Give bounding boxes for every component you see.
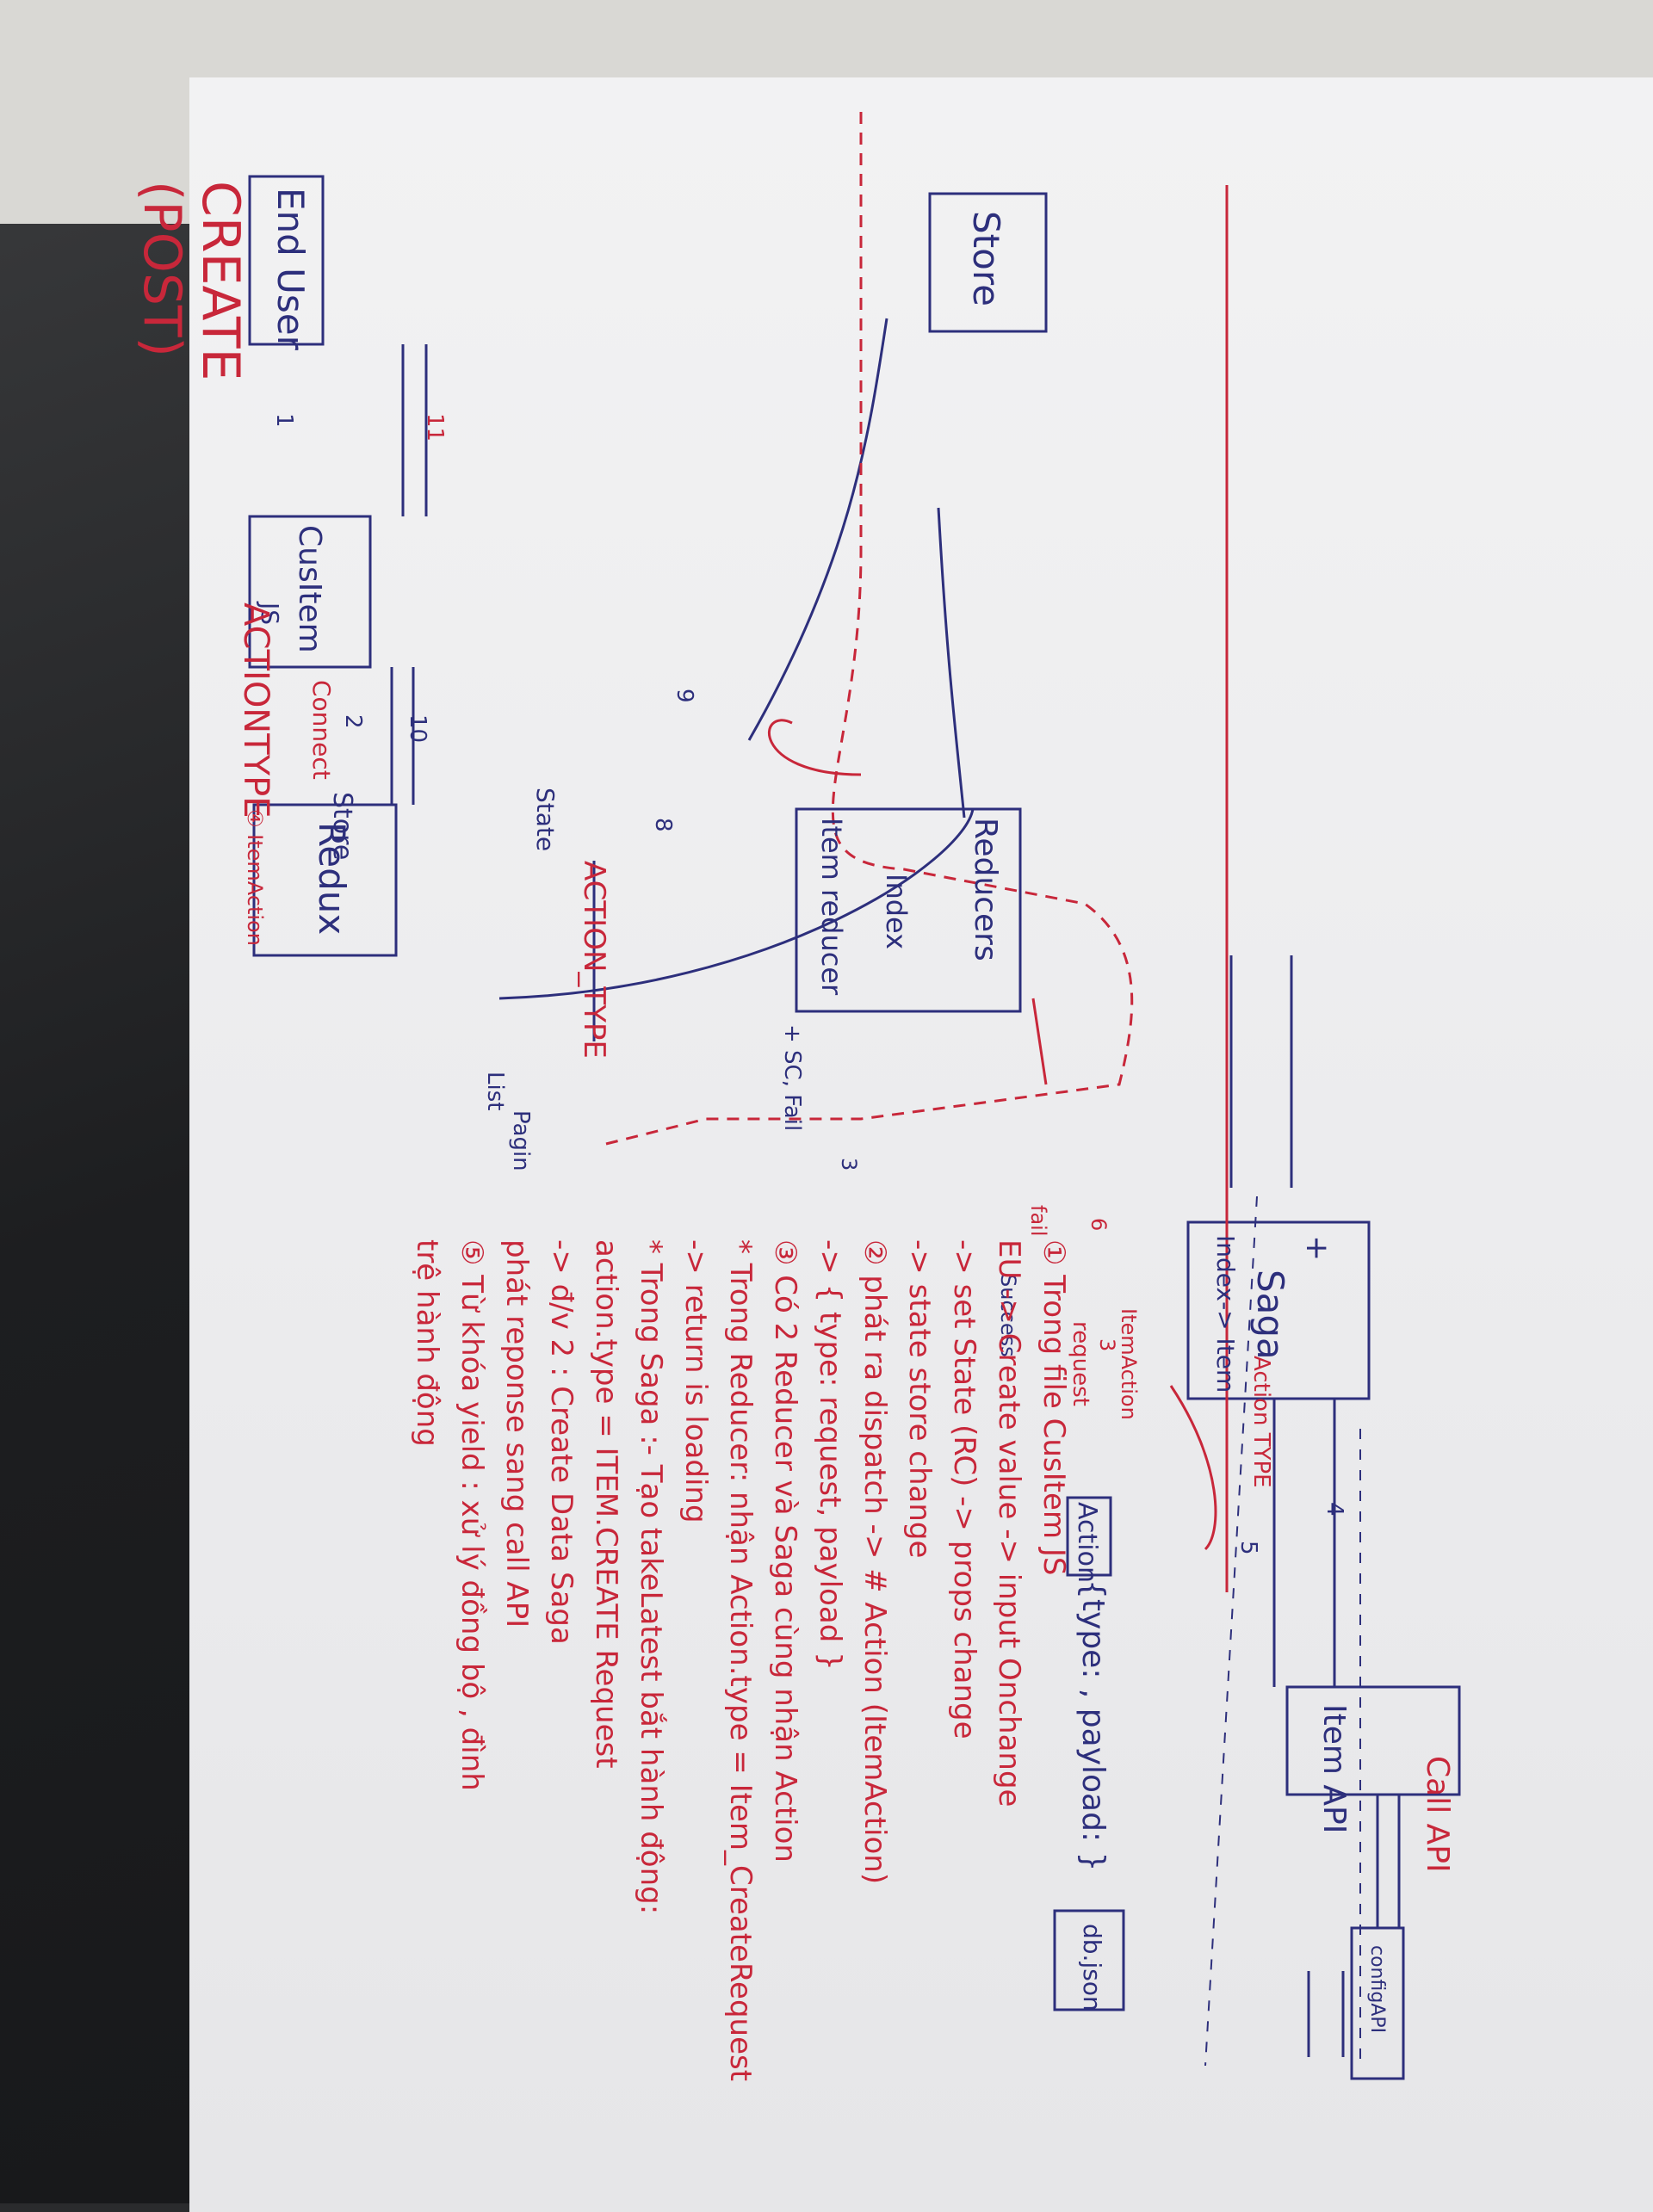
- redux-box: [252, 803, 398, 957]
- saga-sub-label: Index-> Item: [1211, 1235, 1240, 1393]
- call-api-label: Call API: [1420, 1756, 1455, 1873]
- saga-plus: +: [1299, 1235, 1334, 1262]
- num-6: 6: [1087, 1218, 1111, 1232]
- num-9: 9: [672, 689, 697, 703]
- note-line: ⑤ Từ khóa yield : xử lý đồng bộ , đình: [455, 1239, 489, 1791]
- note-line: trệ hành động: [410, 1239, 444, 1447]
- action-type-top: ACTIONTYPE: [236, 602, 276, 819]
- sc-fail-label: + SC, Fail: [779, 1024, 805, 1132]
- reducers-item: Item reducer: [815, 818, 848, 996]
- explanation-notes: ① Trong file CusItem JS EU -> Create val…: [405, 1239, 1076, 2081]
- list-label: List: [482, 1072, 508, 1111]
- note-line: phát reponse sang call API: [499, 1239, 534, 1628]
- item-action-label: ④ ItemAction: [243, 809, 267, 946]
- title-line-2: (POST): [132, 181, 192, 357]
- num-2: 2: [340, 714, 366, 729]
- item-action-label-2: ItemAction: [1117, 1308, 1141, 1420]
- connect-label: Connect: [307, 680, 336, 780]
- note-line: -> state store change: [902, 1239, 937, 1559]
- configapi-label: configAPI: [1366, 1945, 1388, 2034]
- note-line: action.type = ITEM.CREATE Request: [589, 1239, 623, 1769]
- store-label: Store: [965, 211, 1007, 307]
- num-3b: 3: [1095, 1338, 1119, 1352]
- dbjson-label: db.json: [1078, 1924, 1106, 2011]
- note-line: * Trong Saga :- Tạo takeLatest bắt hành …: [634, 1239, 668, 1915]
- note-line: ① Trong file CusItem JS: [1037, 1239, 1071, 1576]
- note-line: * Trong Reducer: nhận Action.type = Item…: [723, 1239, 758, 2082]
- saga-box: [1186, 1220, 1371, 1400]
- fail-label: fail: [1026, 1205, 1050, 1237]
- action-box: [1066, 1496, 1112, 1577]
- num-8: 8: [650, 818, 676, 832]
- reducers-title: Reducers: [968, 818, 1003, 961]
- pagin-label: Pagin: [508, 1110, 534, 1171]
- saga-label: Saga: [1249, 1270, 1291, 1360]
- num-1: 1: [271, 413, 297, 428]
- title-line-1: CREATE: [190, 181, 251, 381]
- num-11: 11: [422, 413, 448, 442]
- reducers-box: [795, 807, 1022, 1013]
- cusitem-name: CusItem: [292, 525, 327, 653]
- store-side-label: Store: [327, 792, 357, 861]
- cusitem-label: CusItem: [292, 525, 327, 653]
- itemapi-label: Item API: [1316, 1704, 1352, 1834]
- cusitem-box: [248, 515, 372, 669]
- end-user-label: End User: [269, 188, 312, 350]
- reducers-index: Index: [880, 874, 913, 950]
- note-line: ② phát ra dispatch -> # Action (ItemActi…: [857, 1239, 892, 1885]
- page-title: CREATE (POST): [132, 181, 251, 381]
- action-label: Action: [1072, 1502, 1102, 1583]
- num-3: 3: [837, 1158, 861, 1171]
- note-line: -> return is loading: [678, 1239, 713, 1523]
- end-user-box: [248, 175, 325, 346]
- num-5: 5: [1235, 1541, 1261, 1555]
- store-box: [928, 192, 1048, 333]
- payload-label: {type: , payload: }: [1075, 1579, 1111, 1872]
- dashed-store-boundary: [602, 112, 1134, 1146]
- paper-sheet: [189, 77, 1653, 2212]
- note-line: EU -> Create value -> input Onchange: [992, 1239, 1026, 1807]
- note-line: -> đ/v 2 : Create Data Saga: [544, 1239, 579, 1645]
- state-side-label: State: [531, 788, 560, 852]
- num-4: 4: [1322, 1502, 1347, 1517]
- dbjson-box: [1053, 1909, 1125, 2011]
- note-line: -> { type: request, payload }: [813, 1239, 847, 1671]
- itemapi-box: [1285, 1685, 1461, 1796]
- action-type-label-2: Action TYPE: [1248, 1356, 1274, 1488]
- note-line: ③ Có 2 Reducer và Saga cùng nhận Action: [768, 1239, 802, 1863]
- action-type-mid: ACTION_TYPE: [577, 861, 611, 1059]
- note-line: -> set State (RC) -> props change: [947, 1239, 981, 1739]
- num-10: 10: [405, 714, 430, 744]
